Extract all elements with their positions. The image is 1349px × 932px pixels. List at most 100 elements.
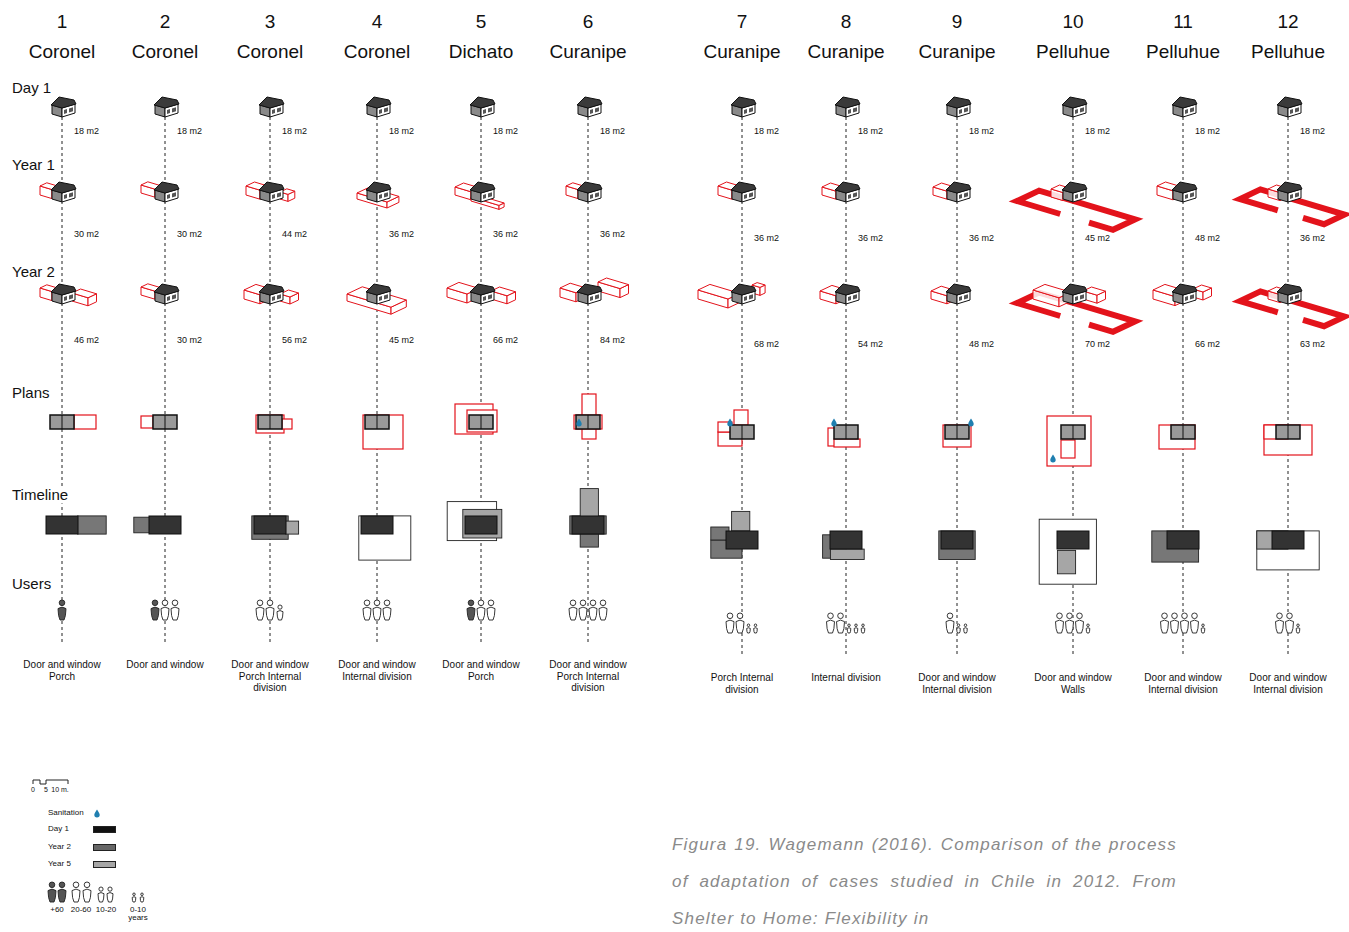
row-label: Day 1 xyxy=(10,79,53,96)
house-roof xyxy=(731,182,756,193)
figure-head xyxy=(152,600,158,606)
legend-symbols xyxy=(33,780,144,902)
location-name: Coronel xyxy=(29,41,96,63)
house-roof xyxy=(1062,284,1087,295)
figure-body xyxy=(1181,620,1189,633)
house-window xyxy=(1075,296,1078,301)
figure-body xyxy=(1296,628,1300,633)
legend-label: Day 1 xyxy=(48,825,69,833)
perimeter-wall xyxy=(1017,191,1135,230)
area-label: 30 m2 xyxy=(74,229,99,239)
house-window xyxy=(272,194,275,199)
sanitation-drop xyxy=(831,418,836,426)
case-number: 1 xyxy=(57,11,68,33)
area-label: 18 m2 xyxy=(493,126,518,136)
adaptation-note: Internal division xyxy=(801,672,891,684)
plan-division xyxy=(165,415,166,429)
house-window xyxy=(272,109,275,114)
case-number: 11 xyxy=(1173,11,1193,33)
area-label: 45 m2 xyxy=(1085,233,1110,243)
figure-body xyxy=(589,607,597,620)
user-figure xyxy=(1171,613,1179,633)
house-window xyxy=(744,109,747,114)
figure-head xyxy=(478,600,484,606)
user-figure xyxy=(957,624,961,633)
area-label: 45 m2 xyxy=(389,335,414,345)
legend-label: Year 2 xyxy=(48,843,71,851)
house-roof xyxy=(154,284,179,295)
location-name: Curanipe xyxy=(549,41,626,63)
user-figure xyxy=(747,624,751,633)
house-window xyxy=(172,107,176,112)
area-label: 18 m2 xyxy=(74,126,99,136)
house-roof xyxy=(366,97,391,108)
figure-body xyxy=(747,628,751,633)
adaptation-note: Door and window Internal division xyxy=(332,659,422,682)
plan-extension xyxy=(282,419,292,429)
house-window xyxy=(167,296,170,301)
case-number: 7 xyxy=(737,11,748,33)
house-window xyxy=(488,192,492,197)
core-house xyxy=(946,97,971,117)
user-figure xyxy=(151,600,159,620)
area-label: 66 m2 xyxy=(1195,339,1220,349)
figure-body xyxy=(1276,620,1284,633)
core-house xyxy=(154,182,179,202)
sanitation-drop xyxy=(1050,454,1055,462)
legend-swatch xyxy=(93,826,116,833)
house-window xyxy=(488,294,492,299)
figure-head xyxy=(59,600,65,606)
house-window xyxy=(744,296,747,301)
user-figure xyxy=(736,613,744,633)
core-house xyxy=(259,182,284,202)
plan-extension xyxy=(455,404,493,434)
figure-head xyxy=(468,600,474,606)
core-house xyxy=(946,284,971,304)
house-window xyxy=(1075,109,1078,114)
core-house xyxy=(1172,97,1197,117)
figure-body xyxy=(256,607,264,620)
area-label: 18 m2 xyxy=(600,126,625,136)
core-house xyxy=(470,182,495,202)
figure-head xyxy=(1172,613,1178,619)
adaptation-note: Porch Internal division xyxy=(697,672,787,695)
user-figure xyxy=(599,600,607,620)
figure-body xyxy=(1191,620,1199,633)
house-window xyxy=(1190,294,1194,299)
figure-body xyxy=(477,607,485,620)
timeline-core xyxy=(149,516,181,534)
figure-head xyxy=(133,893,136,896)
house-window xyxy=(964,294,968,299)
house-window xyxy=(379,296,382,301)
case-column xyxy=(244,97,299,645)
core-house xyxy=(259,284,284,304)
timeline-block xyxy=(830,549,864,559)
figure-head xyxy=(172,600,178,606)
house-window xyxy=(964,192,968,197)
core-house xyxy=(366,284,391,304)
plan-core xyxy=(153,415,177,429)
figure-body xyxy=(1286,620,1294,633)
figure-head xyxy=(828,613,834,619)
figure-head xyxy=(1067,613,1073,619)
house-roof xyxy=(1172,284,1197,295)
area-label: 68 m2 xyxy=(754,339,779,349)
figure-head xyxy=(947,613,953,619)
house-roof xyxy=(366,284,391,295)
case-number: 10 xyxy=(1062,11,1083,33)
user-figure xyxy=(1276,613,1284,633)
plan-extension xyxy=(574,415,602,429)
plan-division xyxy=(957,425,958,439)
figure-head xyxy=(488,600,494,606)
core-house xyxy=(1172,284,1197,304)
figure-body xyxy=(363,607,371,620)
house-roof xyxy=(835,97,860,108)
figure-body xyxy=(736,620,744,633)
figure-body xyxy=(266,607,274,620)
plan-core xyxy=(258,415,282,429)
timeline-block xyxy=(1057,550,1075,573)
plan-extension xyxy=(1061,440,1075,458)
house-window xyxy=(1295,192,1299,197)
timeline-core xyxy=(572,516,604,534)
case-number: 12 xyxy=(1277,11,1298,33)
